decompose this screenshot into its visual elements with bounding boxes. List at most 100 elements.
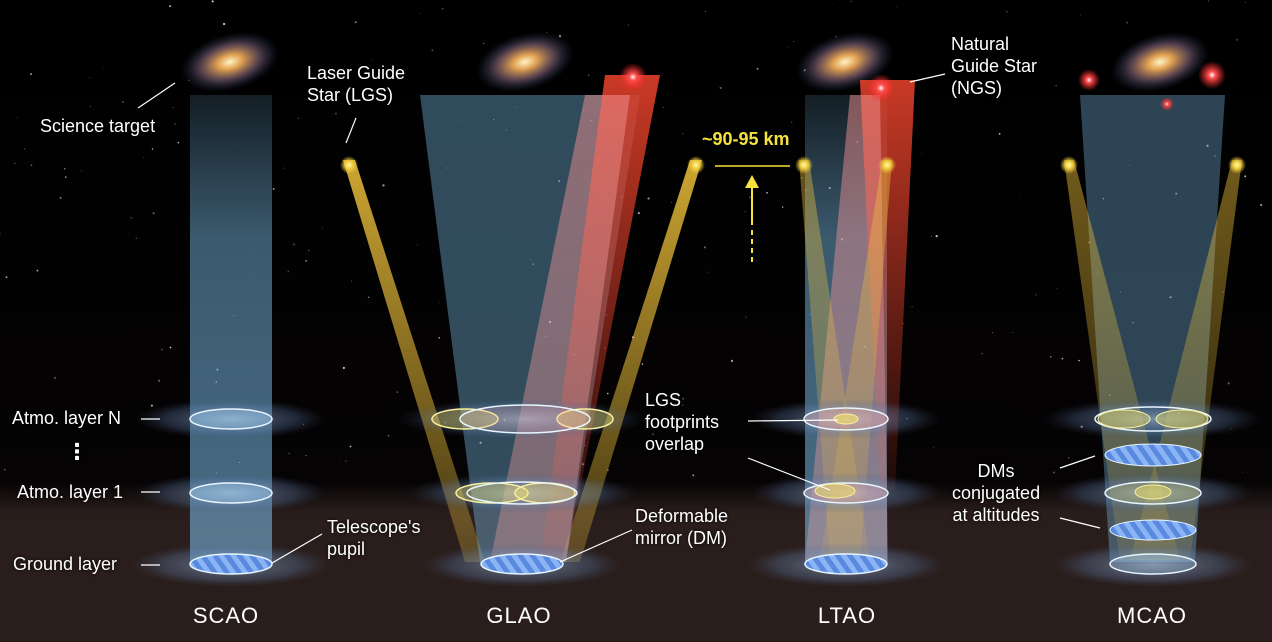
background-star — [707, 271, 709, 273]
lgs-spot-icon — [878, 156, 896, 174]
telescope-pupil — [189, 553, 273, 575]
atmo-layer-n-label: Atmo. layer N — [12, 408, 122, 428]
lgs-spot-icon — [1228, 156, 1246, 174]
background-star — [1056, 288, 1058, 289]
background-star — [1235, 38, 1239, 41]
background-star — [479, 441, 482, 444]
background-star — [692, 474, 695, 477]
background-star — [493, 119, 495, 121]
atmo-layer-n-cloud — [1043, 399, 1263, 439]
background-star — [1080, 14, 1082, 16]
glao-column — [340, 32, 705, 587]
background-star — [374, 478, 375, 480]
background-star — [211, 0, 214, 3]
background-star — [921, 153, 923, 154]
background-star — [90, 106, 91, 107]
background-star — [529, 259, 531, 261]
background-star — [744, 211, 746, 213]
background-star — [307, 249, 310, 252]
dms-line-2 — [1059, 517, 1101, 529]
altitude-marker — [715, 165, 790, 262]
background-star — [305, 454, 307, 456]
dm-line — [559, 529, 633, 563]
mode-label-glao: GLAO — [486, 603, 552, 628]
background-star — [297, 117, 300, 119]
background-star — [1055, 84, 1057, 87]
atmo-layer-1-label: Atmo. layer 1 — [17, 482, 124, 502]
ngs-star-icon — [1198, 61, 1226, 89]
background-star — [1061, 357, 1064, 360]
galaxy-icon — [476, 32, 574, 92]
footprint — [556, 408, 614, 430]
background-star — [3, 468, 6, 471]
background-star — [288, 452, 290, 455]
background-star — [1132, 321, 1134, 324]
background-star — [1239, 84, 1241, 86]
background-star — [1012, 332, 1013, 333]
background-star — [30, 73, 32, 76]
background-star — [1169, 296, 1172, 299]
ngs-star-icon — [1160, 97, 1174, 111]
background-star — [1244, 175, 1247, 178]
dms-conjugated-label: DMs conjugated at altitudes — [952, 461, 1041, 525]
background-star — [1035, 294, 1037, 296]
background-star — [671, 452, 673, 454]
background-star — [416, 244, 418, 246]
background-star — [121, 100, 124, 103]
background-star — [315, 231, 316, 233]
background-star — [558, 180, 560, 182]
background-star — [71, 122, 73, 125]
background-star — [97, 422, 99, 424]
background-star — [16, 117, 18, 119]
background-star — [65, 176, 67, 178]
background-star — [1005, 65, 1007, 67]
background-star — [781, 206, 784, 208]
background-star — [991, 332, 993, 334]
atmo-layer-1-cloud — [1053, 473, 1253, 513]
ellipsis-label: ⋮ — [66, 439, 88, 464]
background-star — [832, 3, 833, 5]
background-star — [1175, 192, 1178, 195]
background-star — [53, 376, 57, 380]
mode-label-ltao: LTAO — [817, 603, 877, 628]
background-star — [1136, 272, 1138, 274]
background-star — [704, 11, 706, 13]
background-star — [713, 140, 716, 143]
background-star — [546, 31, 548, 33]
background-star — [387, 434, 390, 437]
atmo-layer-1-cloud — [136, 473, 326, 513]
deformable-mirror-label: Deformable mirror (DM) — [635, 506, 729, 548]
background-star — [130, 216, 133, 219]
background-star — [438, 337, 441, 339]
background-star — [682, 397, 685, 400]
background-star — [305, 259, 308, 262]
galaxy-icon — [1111, 32, 1209, 92]
mcao-column — [1043, 32, 1263, 587]
background-star — [682, 404, 684, 406]
natural-guide-star-label: Natural Guide Star (NGS) — [951, 34, 1038, 98]
lgs-overlap-label: LGS footprints overlap — [645, 390, 720, 454]
background-star — [287, 270, 290, 273]
background-star — [150, 404, 153, 407]
background-star — [671, 201, 673, 203]
background-star — [931, 235, 933, 237]
mode-label-scao: SCAO — [192, 603, 260, 628]
background-star — [1206, 144, 1209, 147]
deformable-mirror — [804, 553, 888, 575]
footprint — [1134, 484, 1172, 500]
background-star — [367, 296, 370, 299]
background-star — [1129, 164, 1131, 166]
atmo-layer-1-cloud — [407, 473, 637, 513]
background-star — [850, 0, 852, 2]
background-star — [13, 162, 16, 165]
pupil-line — [271, 533, 323, 564]
scao-column — [131, 32, 331, 587]
background-star — [457, 119, 459, 121]
footprint — [1155, 409, 1209, 429]
lgs-beam-left — [343, 160, 485, 562]
background-star — [791, 121, 793, 123]
background-star — [396, 391, 399, 393]
background-star — [1120, 291, 1121, 293]
science-target-label: Science target — [40, 116, 156, 136]
